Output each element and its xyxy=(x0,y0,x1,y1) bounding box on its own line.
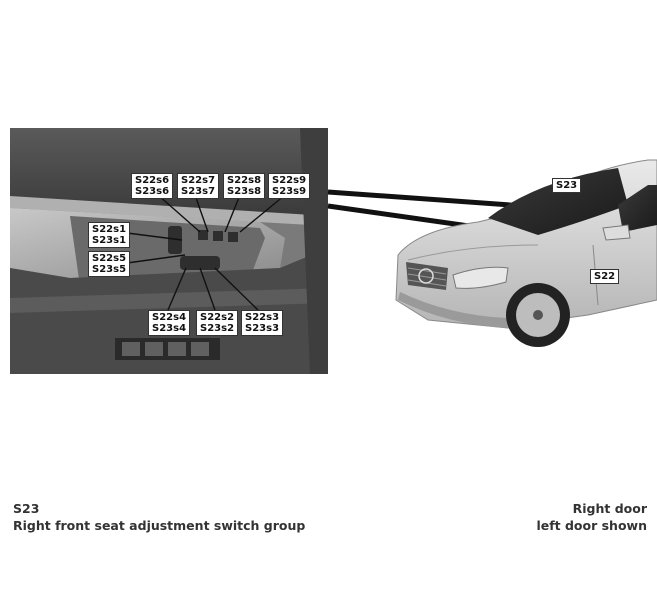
label-s7-line1: S22s7 xyxy=(181,175,216,186)
label-s8-line1: S22s8 xyxy=(227,175,262,186)
label-s4-line2: S23s4 xyxy=(152,323,187,334)
label-s1: S22s1 S23s1 xyxy=(88,222,131,248)
label-s4: S22s4 S23s4 xyxy=(148,310,191,336)
label-s3-line2: S23s3 xyxy=(245,323,280,334)
label-s5-line1: S22s5 xyxy=(92,253,127,264)
label-s4-line1: S22s4 xyxy=(152,312,187,323)
label-s6: S22s6 S23s6 xyxy=(131,173,174,199)
label-s8: S22s8 S23s8 xyxy=(223,173,266,199)
label-s7: S22s7 S23s7 xyxy=(177,173,220,199)
label-s1-line2: S23s1 xyxy=(92,235,127,246)
car-label-s23: S23 xyxy=(552,178,582,193)
caption-component-id: S23 xyxy=(13,501,40,516)
caption-component-description: Right front seat adjustment switch group xyxy=(13,518,306,533)
caption-location: Right door xyxy=(572,501,647,516)
caption-left: S23 Right front seat adjustment switch g… xyxy=(13,500,305,534)
label-s3-line1: S22s3 xyxy=(245,312,280,323)
label-s2-line1: S22s2 xyxy=(200,312,235,323)
label-s3: S22s3 S23s3 xyxy=(241,310,284,336)
label-s2-line2: S23s2 xyxy=(200,323,235,334)
label-s8-line2: S23s8 xyxy=(227,186,262,197)
label-s6-line2: S23s6 xyxy=(135,186,170,197)
label-s5-line2: S23s5 xyxy=(92,264,127,275)
label-s9-line2: S23s9 xyxy=(272,186,307,197)
label-s9: S22s9 S23s9 xyxy=(268,173,311,199)
car-illustration xyxy=(388,150,657,355)
label-s5: S22s5 S23s5 xyxy=(88,251,131,277)
label-s1-line1: S22s1 xyxy=(92,224,127,235)
label-s6-line1: S22s6 xyxy=(135,175,170,186)
car-drawing xyxy=(395,159,657,347)
label-s9-line1: S22s9 xyxy=(272,175,307,186)
label-s2: S22s2 S23s2 xyxy=(196,310,239,336)
caption-right: Right door left door shown xyxy=(536,500,647,534)
caption-note: left door shown xyxy=(536,518,647,533)
car-label-s22: S22 xyxy=(590,269,620,284)
label-s7-line2: S23s7 xyxy=(181,186,216,197)
